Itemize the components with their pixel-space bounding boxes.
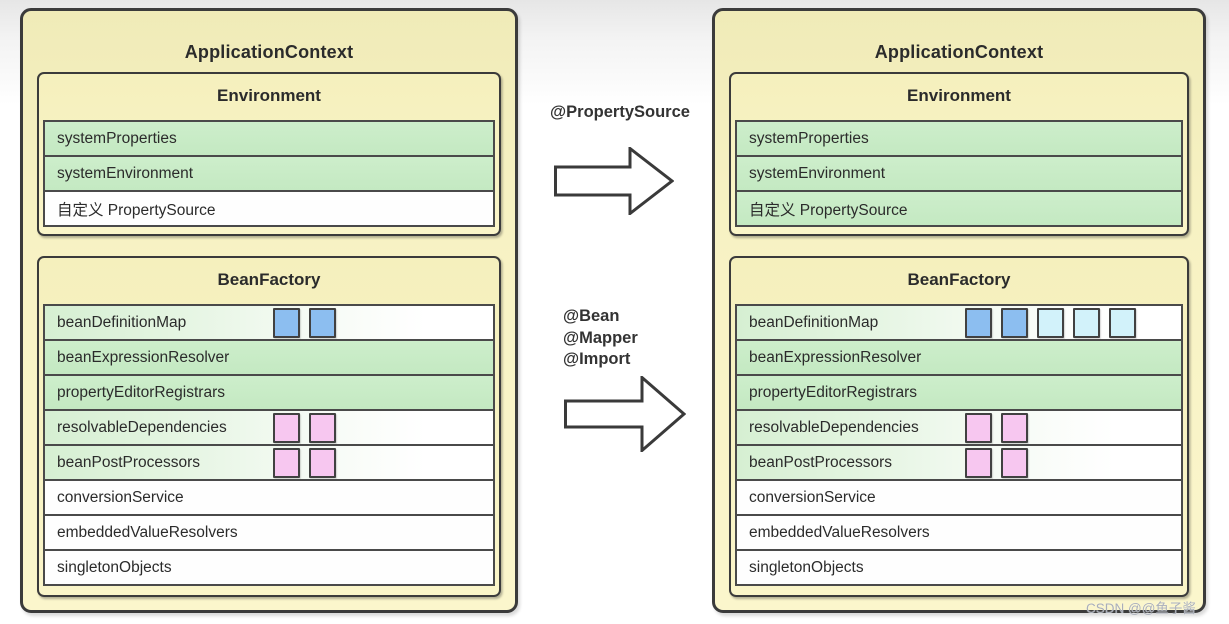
- bf-row-bean-post-processors: beanPostProcessors: [45, 444, 493, 479]
- row-label: singletonObjects: [57, 558, 172, 576]
- right-arrow-icon: [554, 147, 674, 215]
- cyan-bean-square-icon: [1073, 307, 1100, 338]
- bean-squares: [273, 412, 336, 443]
- row-label: systemProperties: [57, 129, 177, 147]
- bf-row-resolvable-dependencies: resolvableDependencies: [45, 409, 493, 444]
- row-label: singletonObjects: [749, 558, 864, 576]
- pink-bean-square-icon: [1001, 447, 1028, 478]
- bf-row-conversion-service: conversionService: [737, 479, 1181, 514]
- env-row-custom-property-source: 自定义 PropertySource: [737, 190, 1181, 225]
- property-source-annotation-label: @PropertySource: [550, 103, 690, 121]
- env-row-system-environment: systemEnvironment: [737, 155, 1181, 190]
- bean-squares: [273, 307, 336, 338]
- bf-row-bean-definition-map: beanDefinitionMap: [45, 306, 493, 339]
- bf-row-bean-expression-resolver: beanExpressionResolver: [45, 339, 493, 374]
- row-label: beanPostProcessors: [57, 453, 201, 471]
- right-beanfactory-box: BeanFactory beanDefinitionMap beanExpres…: [729, 256, 1189, 597]
- row-label: propertyEditorRegistrars: [749, 383, 917, 401]
- bf-row-singleton-objects: singletonObjects: [45, 549, 493, 584]
- row-label: resolvableDependencies: [57, 418, 227, 436]
- pink-bean-square-icon: [309, 412, 336, 443]
- row-label: propertyEditorRegistrars: [57, 383, 225, 401]
- bean-squares: [273, 447, 336, 478]
- env-row-system-environment: systemEnvironment: [45, 155, 493, 190]
- blue-bean-square-icon: [1001, 307, 1028, 338]
- row-label: embeddedValueResolvers: [749, 523, 930, 541]
- right-arrow-icon: [564, 376, 686, 452]
- env-row-system-properties: systemProperties: [737, 122, 1181, 155]
- mapper-annotation-line: @Mapper: [563, 328, 638, 347]
- cyan-bean-square-icon: [1109, 307, 1136, 338]
- bean-squares: [965, 307, 1136, 338]
- row-label: beanExpressionResolver: [749, 348, 922, 366]
- blue-bean-square-icon: [965, 307, 992, 338]
- right-environment-title: Environment: [907, 86, 1011, 105]
- bf-row-bean-expression-resolver: beanExpressionResolver: [737, 339, 1181, 374]
- bf-row-resolvable-dependencies: resolvableDependencies: [737, 409, 1181, 444]
- right-environment-box: Environment systemProperties systemEnvir…: [729, 72, 1189, 236]
- left-environment-box: Environment systemProperties systemEnvir…: [37, 72, 501, 236]
- pink-bean-square-icon: [1001, 412, 1028, 443]
- row-label: conversionService: [57, 488, 184, 506]
- bf-row-bean-post-processors: beanPostProcessors: [737, 444, 1181, 479]
- row-label: 自定义 PropertySource: [57, 201, 216, 219]
- bean-squares: [965, 447, 1028, 478]
- row-label: beanDefinitionMap: [749, 313, 879, 331]
- left-beanfactory-box: BeanFactory beanDefinitionMap beanExpres…: [37, 256, 501, 597]
- pink-bean-square-icon: [273, 412, 300, 443]
- bean-squares: [965, 412, 1028, 443]
- bean-annotations-label: @Bean @Mapper @Import: [563, 306, 638, 371]
- bf-row-bean-definition-map: beanDefinitionMap: [737, 306, 1181, 339]
- row-label: systemEnvironment: [749, 164, 886, 182]
- bf-row-embedded-value-resolvers: embeddedValueResolvers: [45, 514, 493, 549]
- blue-bean-square-icon: [309, 307, 336, 338]
- bf-row-embedded-value-resolvers: embeddedValueResolvers: [737, 514, 1181, 549]
- env-row-custom-property-source: 自定义 PropertySource: [45, 190, 493, 225]
- row-label: embeddedValueResolvers: [57, 523, 238, 541]
- left-application-context-panel: ApplicationContext Environment systemPro…: [20, 8, 518, 613]
- import-annotation-line: @Import: [563, 350, 631, 368]
- left-environment-title: Environment: [217, 86, 321, 105]
- bf-row-singleton-objects: singletonObjects: [737, 549, 1181, 584]
- row-label: beanPostProcessors: [749, 453, 893, 471]
- blue-bean-square-icon: [273, 307, 300, 338]
- row-label: systemEnvironment: [57, 164, 194, 182]
- right-application-context-panel: ApplicationContext Environment systemPro…: [712, 8, 1206, 613]
- left-beanfactory-title: BeanFactory: [217, 270, 321, 289]
- pink-bean-square-icon: [965, 447, 992, 478]
- right-beanfactory-rows: beanDefinitionMap beanExpressionResolver…: [735, 304, 1183, 586]
- pink-bean-square-icon: [965, 412, 992, 443]
- row-label: beanExpressionResolver: [57, 348, 230, 366]
- cyan-bean-square-icon: [1037, 307, 1064, 338]
- left-panel-title: ApplicationContext: [184, 42, 354, 62]
- row-label: resolvableDependencies: [749, 418, 919, 436]
- left-environment-rows: systemProperties systemEnvironment 自定义 P…: [43, 120, 495, 227]
- left-beanfactory-rows: beanDefinitionMap beanExpressionResolver…: [43, 304, 495, 586]
- bf-row-conversion-service: conversionService: [45, 479, 493, 514]
- bf-row-property-editor-registrars: propertyEditorRegistrars: [45, 374, 493, 409]
- bf-row-property-editor-registrars: propertyEditorRegistrars: [737, 374, 1181, 409]
- right-panel-title: ApplicationContext: [874, 42, 1044, 62]
- right-environment-rows: systemProperties systemEnvironment 自定义 P…: [735, 120, 1183, 227]
- csdn-watermark: CSDN @@鱼子酱: [1086, 601, 1196, 616]
- row-label: beanDefinitionMap: [57, 313, 187, 331]
- env-row-system-properties: systemProperties: [45, 122, 493, 155]
- pink-bean-square-icon: [309, 447, 336, 478]
- row-label: 自定义 PropertySource: [749, 201, 908, 219]
- row-label: systemProperties: [749, 129, 869, 147]
- right-beanfactory-title: BeanFactory: [907, 270, 1011, 289]
- row-label: conversionService: [749, 488, 876, 506]
- bean-annotation-line: @Bean: [563, 307, 620, 325]
- pink-bean-square-icon: [273, 447, 300, 478]
